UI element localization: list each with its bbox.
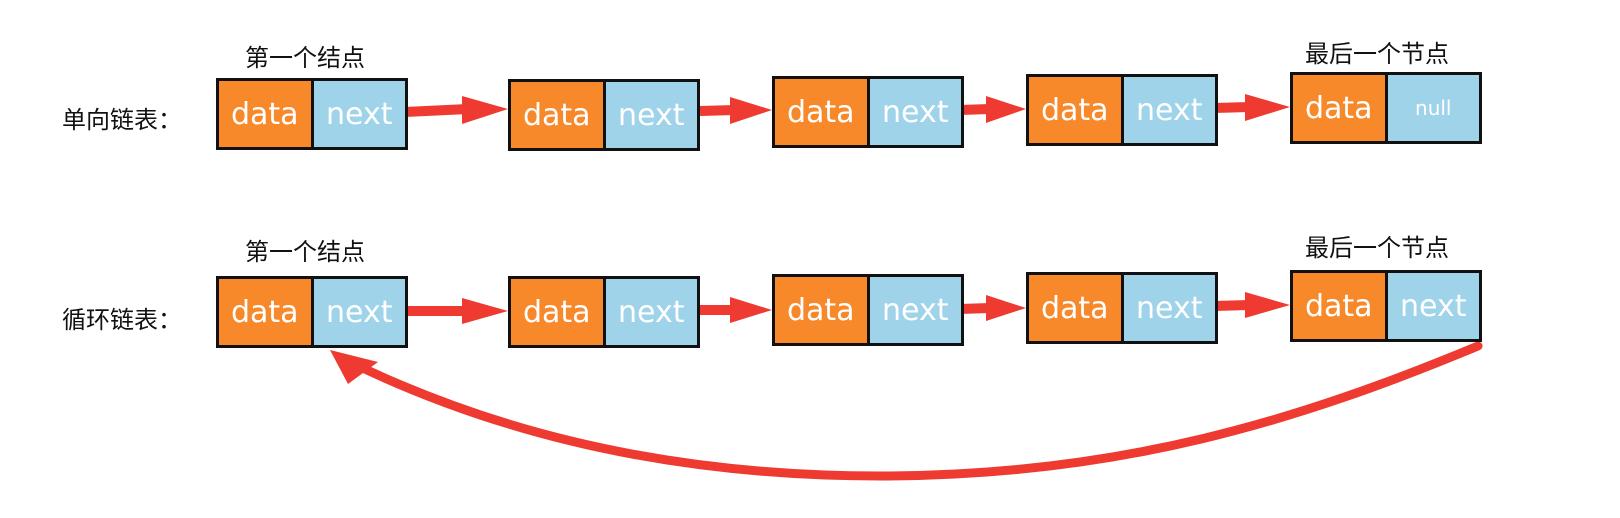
singly-node-1: data next bbox=[216, 78, 408, 150]
circular-arrow-2 bbox=[700, 297, 772, 323]
circular-first-node-caption: 第一个结点 bbox=[245, 238, 365, 266]
next-cell: next bbox=[1123, 275, 1215, 341]
circular-return-arrow bbox=[330, 341, 1483, 481]
circular-arrow-3 bbox=[959, 295, 1026, 321]
data-cell: data bbox=[1029, 77, 1124, 143]
data-cell: data bbox=[511, 82, 606, 148]
circular-node-4: data next bbox=[1026, 272, 1218, 344]
singly-node-5: data null bbox=[1290, 72, 1482, 144]
next-cell: next bbox=[869, 79, 961, 145]
next-cell: next bbox=[313, 279, 405, 345]
singly-node-2: data next bbox=[508, 79, 700, 151]
circular-last-node-caption: 最后一个节点 bbox=[1305, 234, 1449, 262]
next-cell: next bbox=[1123, 77, 1215, 143]
circular-node-3: data next bbox=[772, 274, 964, 346]
data-cell: data bbox=[219, 279, 314, 345]
data-cell: data bbox=[511, 279, 606, 345]
singly-arrow-2 bbox=[699, 97, 772, 124]
circular-arrow-1 bbox=[405, 298, 508, 324]
singly-first-node-caption: 第一个结点 bbox=[245, 44, 365, 72]
singly-node-3: data next bbox=[772, 76, 964, 148]
singly-last-node-caption: 最后一个节点 bbox=[1305, 40, 1449, 68]
circular-node-2: data next bbox=[508, 276, 700, 348]
next-cell: next bbox=[605, 82, 697, 148]
circular-node-1: data next bbox=[216, 276, 408, 348]
data-cell: data bbox=[219, 81, 314, 147]
data-cell: data bbox=[775, 79, 870, 145]
next-cell: next bbox=[605, 279, 697, 345]
circular-row-label: 循环链表： bbox=[62, 306, 182, 334]
singly-node-4: data next bbox=[1026, 74, 1218, 146]
data-cell: data bbox=[1293, 273, 1388, 339]
singly-arrow-3 bbox=[959, 96, 1026, 123]
data-cell: data bbox=[775, 277, 870, 343]
singly-arrow-4 bbox=[1213, 94, 1290, 121]
next-cell: next bbox=[313, 81, 405, 147]
data-cell: data bbox=[1029, 275, 1124, 341]
singly-arrow-1 bbox=[404, 96, 508, 124]
circular-arrow-4 bbox=[1213, 292, 1290, 318]
next-cell: next bbox=[1387, 273, 1479, 339]
circular-node-5: data next bbox=[1290, 270, 1482, 342]
null-cell: null bbox=[1387, 75, 1479, 141]
singly-row-label: 单向链表： bbox=[62, 106, 182, 134]
data-cell: data bbox=[1293, 75, 1388, 141]
next-cell: next bbox=[869, 277, 961, 343]
